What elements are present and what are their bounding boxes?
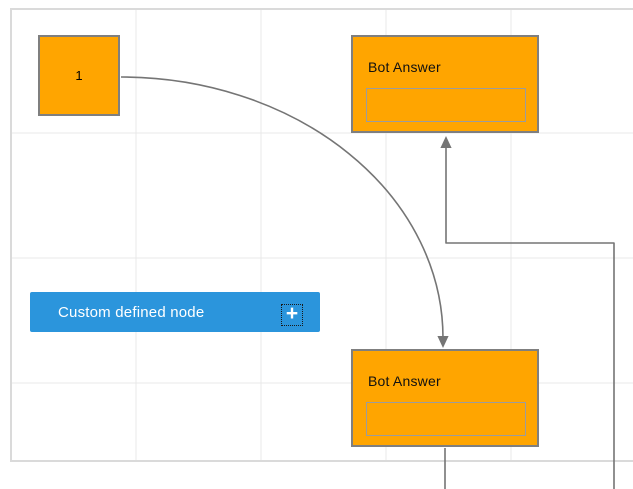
page-border	[10, 8, 633, 462]
add-port-selection-box[interactable]: +	[281, 302, 303, 326]
grid	[10, 8, 633, 462]
plus-icon[interactable]: +	[285, 302, 299, 325]
grid-lines	[11, 9, 633, 461]
custom-node-label: Custom defined node	[58, 303, 205, 321]
node-custom-defined[interactable]: Custom defined node +	[30, 292, 320, 332]
node-one-label: 1	[75, 68, 83, 83]
node-bot-answer-top[interactable]: Bot Answer	[351, 35, 539, 133]
curved-connector[interactable]	[120, 76, 449, 348]
bot-answer-bottom-input-box[interactable]	[366, 402, 526, 436]
bot-answer-bottom-label: Bot Answer	[368, 373, 441, 389]
arrowhead-up-icon	[440, 136, 452, 148]
curved-connector-path[interactable]	[120, 76, 444, 339]
bot-answer-top-label: Bot Answer	[368, 59, 441, 75]
bot-answer-top-input-box[interactable]	[366, 88, 526, 122]
orthogonal-connector-path[interactable]	[445, 148, 615, 489]
orthogonal-connector[interactable]	[440, 136, 615, 489]
arrowhead-down-icon	[437, 336, 449, 348]
node-one[interactable]: 1	[38, 35, 120, 116]
node-bot-answer-bottom[interactable]: Bot Answer	[351, 349, 539, 447]
